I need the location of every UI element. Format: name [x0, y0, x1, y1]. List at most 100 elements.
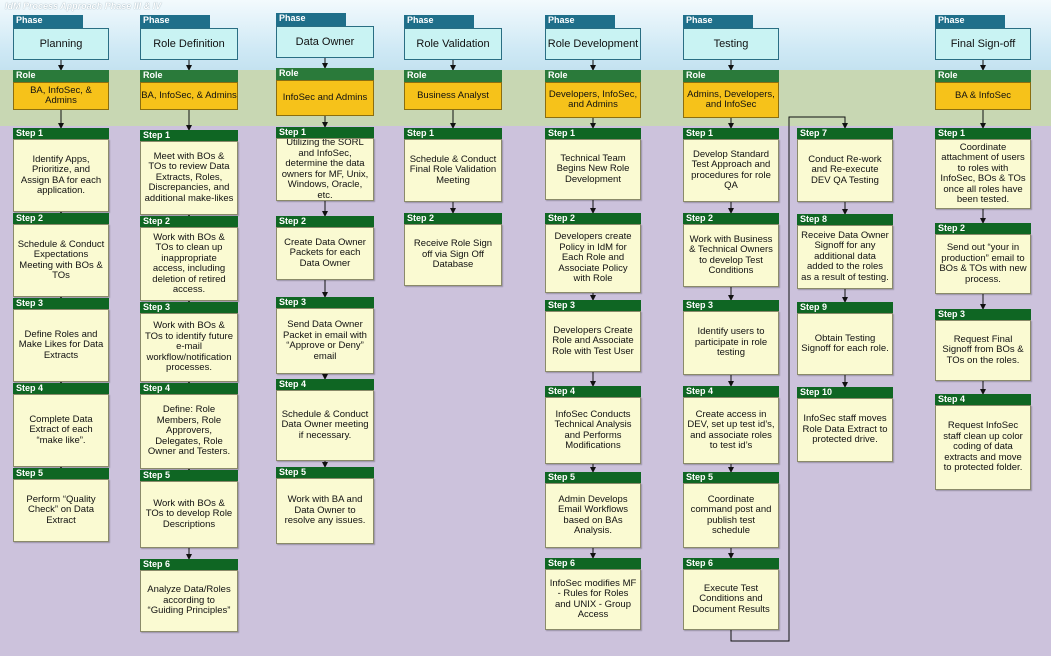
step-header: Step 10	[797, 387, 893, 398]
step-box: InfoSec modifies MF - Rules for Roles an…	[545, 569, 641, 630]
phase-box: Planning	[13, 28, 109, 60]
step-box: Identify users to participate in role te…	[683, 311, 779, 375]
step-header: Step 9	[797, 302, 893, 313]
step-box: Schedule & Conduct Expectations Meeting …	[13, 224, 109, 297]
step-box: Conduct Re-work and Re-execute DEV QA Te…	[797, 139, 893, 202]
role-box: Admins, Developers, and InfoSec	[683, 82, 779, 118]
step-header: Step 5	[683, 472, 779, 483]
step-header: Step 8	[797, 214, 893, 225]
role-header: Role	[140, 70, 238, 82]
step-box: Work with BOs & TOs to develop Role Desc…	[140, 481, 238, 548]
phase-box: Role Development	[545, 28, 641, 60]
step-header: Step 3	[683, 300, 779, 311]
phase-header: Phase	[276, 13, 346, 26]
step-header: Step 1	[683, 128, 779, 139]
step-header: Step 1	[545, 128, 641, 139]
step-header: Step 3	[140, 302, 238, 313]
phase-box: Testing	[683, 28, 779, 60]
step-box: InfoSec staff moves Role Data Extract to…	[797, 398, 893, 462]
step-box: Developers Create Role and Associate Rol…	[545, 311, 641, 372]
role-box: BA, InfoSec, & Admins	[140, 82, 238, 110]
diagram-title: IdM Process Approach Phase III & IV	[5, 1, 162, 11]
step-header: Step 3	[13, 298, 109, 309]
step-box: Work with BOs & TOs to identify future e…	[140, 313, 238, 382]
step-header: Step 1	[276, 127, 374, 138]
role-header: Role	[683, 70, 779, 82]
step-box: Identify Apps, Prioritize, and Assign BA…	[13, 139, 109, 212]
role-header: Role	[276, 68, 374, 80]
step-box: Meet with BOs & TOs to review Data Extra…	[140, 141, 238, 215]
step-header: Step 5	[13, 468, 109, 479]
step-header: Step 4	[935, 394, 1031, 405]
role-box: BA, InfoSec, & Admins	[13, 82, 109, 110]
step-header: Step 2	[276, 216, 374, 227]
step-box: Develop Standard Test Approach and proce…	[683, 139, 779, 202]
step-box: Obtain Testing Signoff for each role.	[797, 313, 893, 375]
step-box: Receive Data Owner Signoff for any addit…	[797, 225, 893, 289]
role-box: Developers, InfoSec, and Admins	[545, 82, 641, 118]
step-header: Step 2	[935, 223, 1031, 234]
step-box: Create Data Owner Packets for each Data …	[276, 227, 374, 280]
step-header: Step 1	[140, 130, 238, 141]
step-box: Schedule & Conduct Data Owner meeting if…	[276, 390, 374, 461]
phase-box: Final Sign-off	[935, 28, 1031, 60]
phase-header: Phase	[683, 15, 753, 28]
step-header: Step 6	[545, 558, 641, 569]
step-box: Technical Team Begins New Role Developme…	[545, 139, 641, 200]
step-header: Step 7	[797, 128, 893, 139]
step-box: Execute Test Conditions and Document Res…	[683, 569, 779, 630]
step-header: Step 1	[13, 128, 109, 139]
step-header: Step 3	[276, 297, 374, 308]
step-header: Step 1	[935, 128, 1031, 139]
step-header: Step 4	[140, 383, 238, 394]
role-box: Business Analyst	[404, 82, 502, 110]
step-header: Step 2	[13, 213, 109, 224]
step-header: Step 2	[140, 216, 238, 227]
step-box: Define Roles and Make Likes for Data Ext…	[13, 309, 109, 382]
role-box: InfoSec and Admins	[276, 80, 374, 116]
step-header: Step 4	[683, 386, 779, 397]
role-header: Role	[545, 70, 641, 82]
step-box: Coordinate command post and publish test…	[683, 483, 779, 548]
step-box: Send out “your in production” email to B…	[935, 234, 1031, 294]
step-header: Step 2	[404, 213, 502, 224]
phase-header: Phase	[404, 15, 474, 28]
phase-header: Phase	[545, 15, 615, 28]
phase-header: Phase	[13, 15, 83, 28]
step-header: Step 5	[545, 472, 641, 483]
step-header: Step 1	[404, 128, 502, 139]
step-box: Receive Role Sign off via Sign Off Datab…	[404, 224, 502, 286]
role-header: Role	[935, 70, 1031, 82]
step-header: Step 5	[276, 467, 374, 478]
step-header: Step 4	[13, 383, 109, 394]
step-box: Work with Business & Technical Owners to…	[683, 224, 779, 287]
step-box: Developers create Policy in IdM for Each…	[545, 224, 641, 293]
step-box: Work with BA and Data Owner to resolve a…	[276, 478, 374, 544]
role-header: Role	[13, 70, 109, 82]
role-box: BA & InfoSec	[935, 82, 1031, 110]
step-box: Schedule & Conduct Final Role Validation…	[404, 139, 502, 202]
step-box: Admin Develops Email Workflows based on …	[545, 483, 641, 548]
step-header: Step 5	[140, 470, 238, 481]
phase-box: Role Definition	[140, 28, 238, 60]
step-header: Step 2	[683, 213, 779, 224]
step-header: Step 4	[545, 386, 641, 397]
phase-box: Role Validation	[404, 28, 502, 60]
step-box: Analyze Data/Roles according to “Guiding…	[140, 570, 238, 632]
phase-header: Phase	[935, 15, 1005, 28]
step-box: Coordinate attachment of users to roles …	[935, 139, 1031, 209]
step-header: Step 4	[276, 379, 374, 390]
step-box: Perform “Quality Check” on Data Extract	[13, 479, 109, 542]
step-header: Step 2	[545, 213, 641, 224]
step-box: Complete Data Extract of each “make like…	[13, 394, 109, 467]
step-box: Send Data Owner Packet in email with “Ap…	[276, 308, 374, 374]
step-box: Work with BOs & TOs to clean up inapprop…	[140, 227, 238, 301]
phase-header: Phase	[140, 15, 210, 28]
step-header: Step 3	[545, 300, 641, 311]
step-box: Request Final Signoff from BOs & TOs on …	[935, 320, 1031, 381]
step-box: Request InfoSec staff clean up color cod…	[935, 405, 1031, 490]
step-box: Define: Role Members, Role Approvers, De…	[140, 394, 238, 469]
step-header: Step 6	[140, 559, 238, 570]
phase-box: Data Owner	[276, 26, 374, 58]
